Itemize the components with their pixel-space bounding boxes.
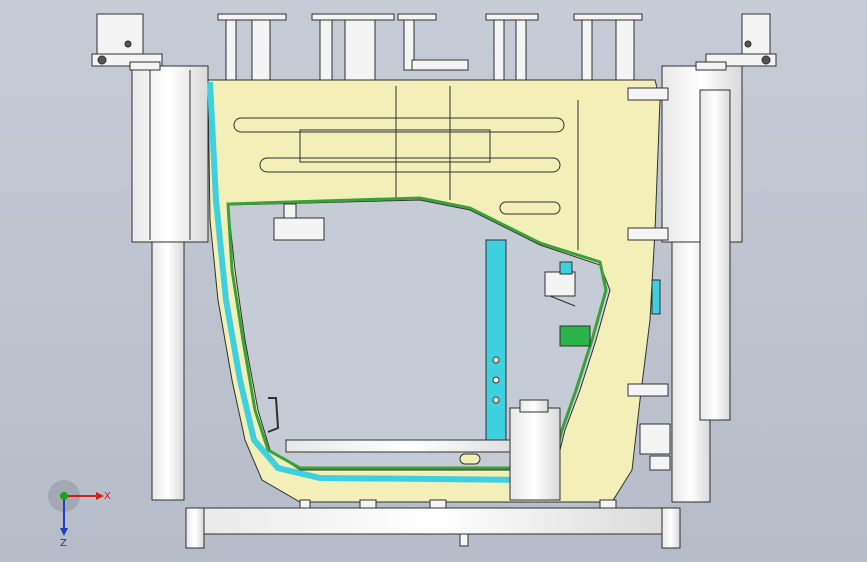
left-actuator — [273, 203, 325, 241]
left-outer-column — [131, 65, 209, 501]
bottom-details — [299, 453, 617, 547]
guide-rail-holes — [492, 356, 500, 404]
top-right-bracket — [695, 13, 777, 71]
top-support-posts — [217, 13, 643, 83]
bottom-frame — [185, 399, 681, 549]
door-edge-seal — [207, 81, 541, 483]
triad-z-label: Z — [60, 538, 67, 549]
door-panel — [207, 79, 661, 503]
right-outer-column — [661, 65, 743, 503]
coordinate-triad — [48, 480, 104, 536]
right-clamps — [627, 87, 671, 471]
green-clamp-block — [559, 325, 591, 347]
top-left-bracket — [91, 13, 163, 71]
window-clamp — [544, 261, 576, 307]
door-handle-frame — [267, 397, 280, 433]
cyan-guide-rail — [485, 239, 507, 451]
window-seal — [226, 196, 608, 470]
triad-x-label: X — [104, 491, 111, 502]
